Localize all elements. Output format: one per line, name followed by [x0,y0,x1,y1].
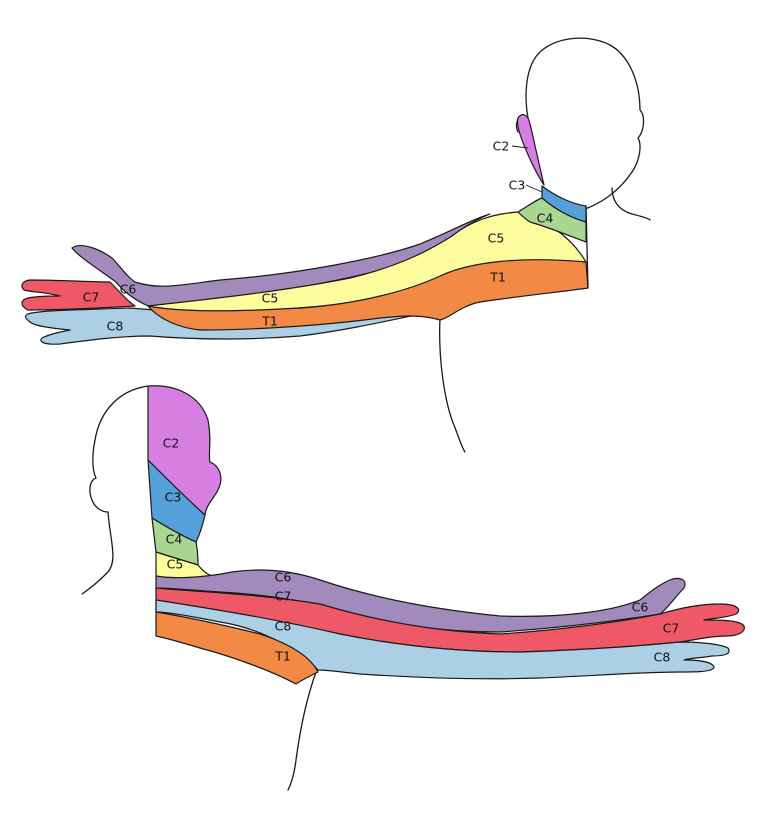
label-c4-bottom: C4 [166,532,183,547]
torso-line-top [439,317,466,453]
label-c3-top: C3 [509,178,526,193]
label-c8-arm-bottom: C8 [275,619,292,634]
label-c7-top: C7 [83,290,100,305]
leader-c2-top [511,145,529,149]
label-c5-arm-top: C5 [262,291,279,306]
label-c2-top: C2 [493,139,510,154]
label-t1-shoulder-top: T1 [489,270,506,285]
label-c6-arm-bottom: C6 [275,570,292,585]
label-c4-top: C4 [537,211,554,226]
label-c6-hand-bottom: C6 [632,600,649,615]
region-c2-top [516,114,545,186]
anterior-view: C2 C3 C4 C5 T1 C5 T1 C6 C7 C8 [21,37,651,453]
leader-c3-top [525,184,543,193]
region-t1-bottom [155,611,319,685]
label-c2-bottom: C2 [163,436,180,451]
label-c8-top: C8 [107,319,124,334]
posterior-view: C2 C3 C4 C5 C6 C7 C8 T1 C6 C7 C8 [81,385,745,791]
label-c3-bottom: C3 [165,490,182,505]
region-t1-top [147,259,589,331]
label-c6-top: C6 [120,282,137,297]
arm-outline-top [585,205,589,289]
label-c7-hand-bottom: C7 [663,621,680,636]
label-c5-bottom: C5 [167,557,184,572]
label-c7-arm-bottom: C7 [275,589,292,604]
label-t1-bottom: T1 [274,649,291,664]
head-outline-top [515,37,645,215]
region-c8-bottom [155,599,730,680]
torso-line-bottom [287,671,317,791]
label-t1-arm-top: T1 [261,314,278,329]
label-c5-shoulder-top: C5 [488,231,505,246]
neck-back-line-top [611,187,651,221]
region-c7-top [21,279,136,311]
head-outline-bottom [81,385,149,595]
label-c8-hand-bottom: C8 [654,650,671,665]
